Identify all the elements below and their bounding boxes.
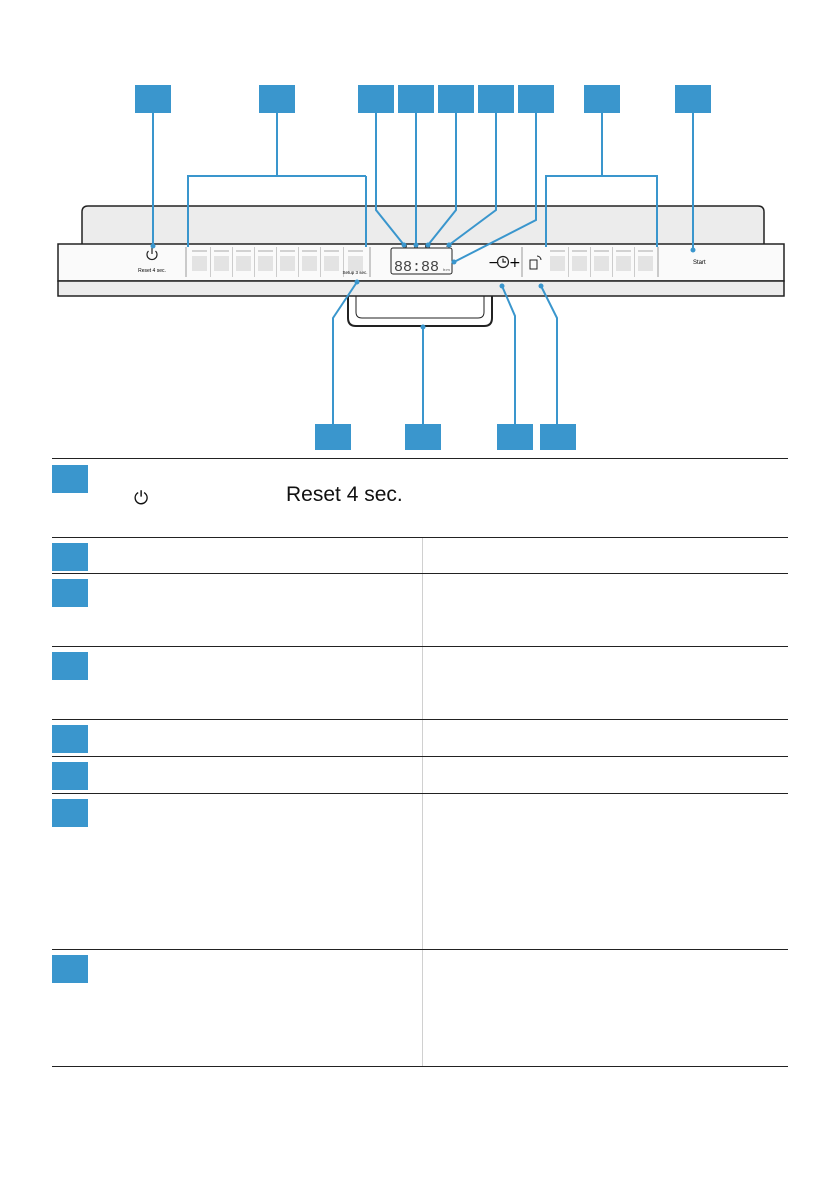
reset-text: Reset 4 sec.: [286, 483, 403, 506]
legend-row-2: [52, 537, 788, 573]
program-buttons-left: [185, 247, 371, 277]
callout-1: [135, 85, 171, 113]
callout-8: [584, 85, 620, 113]
remote-start-icon: [529, 255, 542, 270]
time-minus-button[interactable]: −: [488, 255, 500, 271]
callout-2: [259, 85, 295, 113]
callout-5: [438, 85, 474, 113]
legend-row-7: [52, 793, 788, 949]
column-divider: [422, 538, 423, 573]
column-divider: [422, 574, 423, 646]
legend-callout-3: [52, 579, 88, 607]
legend-callout-7: [52, 799, 88, 827]
legend-bottom-rule: [52, 1066, 788, 1067]
legend-row-8: [52, 949, 788, 1066]
column-divider: [422, 950, 423, 1066]
panel-face: [57, 243, 785, 282]
legend-callout-2: [52, 543, 88, 571]
callout-13: [540, 424, 576, 450]
power-icon-label: ⏻: [134, 488, 149, 508]
legend-callout-8: [52, 955, 88, 983]
column-divider: [422, 757, 423, 793]
callout-6: [478, 85, 514, 113]
start-label: Start: [693, 260, 706, 266]
legend-row-1: ⏻ Reset 4 sec.: [52, 458, 788, 537]
top-callouts: [135, 85, 711, 113]
program-buttons-right: [550, 247, 659, 277]
setup-label: Setup 3 sec.: [342, 270, 367, 275]
legend-callout-4: [52, 652, 88, 680]
callout-9: [675, 85, 711, 113]
reset-label: Reset 4 sec.: [138, 268, 166, 274]
column-divider: [422, 794, 423, 949]
door-handle-inner: [355, 296, 485, 319]
callout-3: [358, 85, 394, 113]
legend-row-5: [52, 719, 788, 756]
column-divider: [422, 720, 423, 756]
control-panel-diagram: Reset 4 sec. Setup 3 sec. 88:88 h:m: [57, 85, 785, 450]
legend-callout-5: [52, 725, 88, 753]
callout-7: [518, 85, 554, 113]
leader-lines: [152, 113, 694, 424]
clock-icon: [496, 255, 510, 269]
callout-4: [398, 85, 434, 113]
bottom-callouts: [315, 424, 576, 450]
legend-row-3: [52, 573, 788, 646]
time-plus-button[interactable]: +: [509, 255, 521, 271]
display-digits: 88:88: [394, 259, 439, 276]
leader-dots: [150, 242, 696, 330]
panel-back: [81, 205, 765, 244]
callout-12: [497, 424, 533, 450]
panel-lower-strip: [57, 280, 785, 297]
callout-11: [405, 424, 441, 450]
legend-callout-1: [52, 465, 88, 493]
door-handle: [347, 296, 493, 327]
legend-row-4: [52, 646, 788, 719]
legend-row-6: [52, 756, 788, 793]
legend-callout-6: [52, 762, 88, 790]
column-divider: [422, 647, 423, 719]
power-icon: [146, 248, 158, 261]
callout-10: [315, 424, 351, 450]
display-unit: h:m: [443, 267, 450, 272]
